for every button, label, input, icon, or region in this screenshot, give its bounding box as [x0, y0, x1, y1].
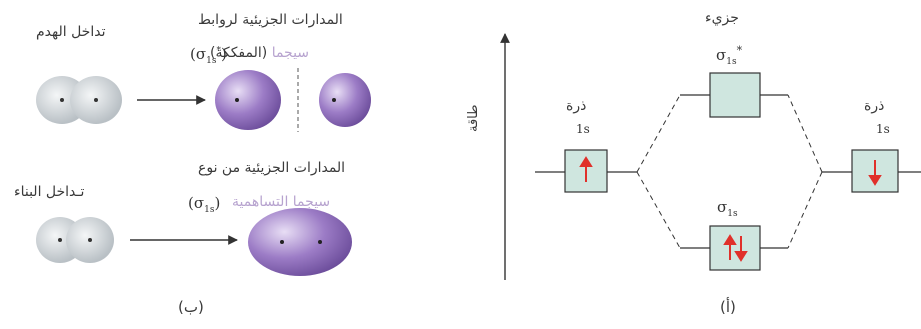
mo-connector-lines [637, 95, 822, 248]
antibonding-lobes [215, 68, 371, 132]
bonding-overlap-atoms [36, 217, 114, 263]
bonding-lobe [248, 208, 352, 276]
antibonding-overlap-atoms [36, 76, 122, 124]
sigma-star-box [710, 73, 760, 117]
sigma-box [710, 226, 760, 270]
